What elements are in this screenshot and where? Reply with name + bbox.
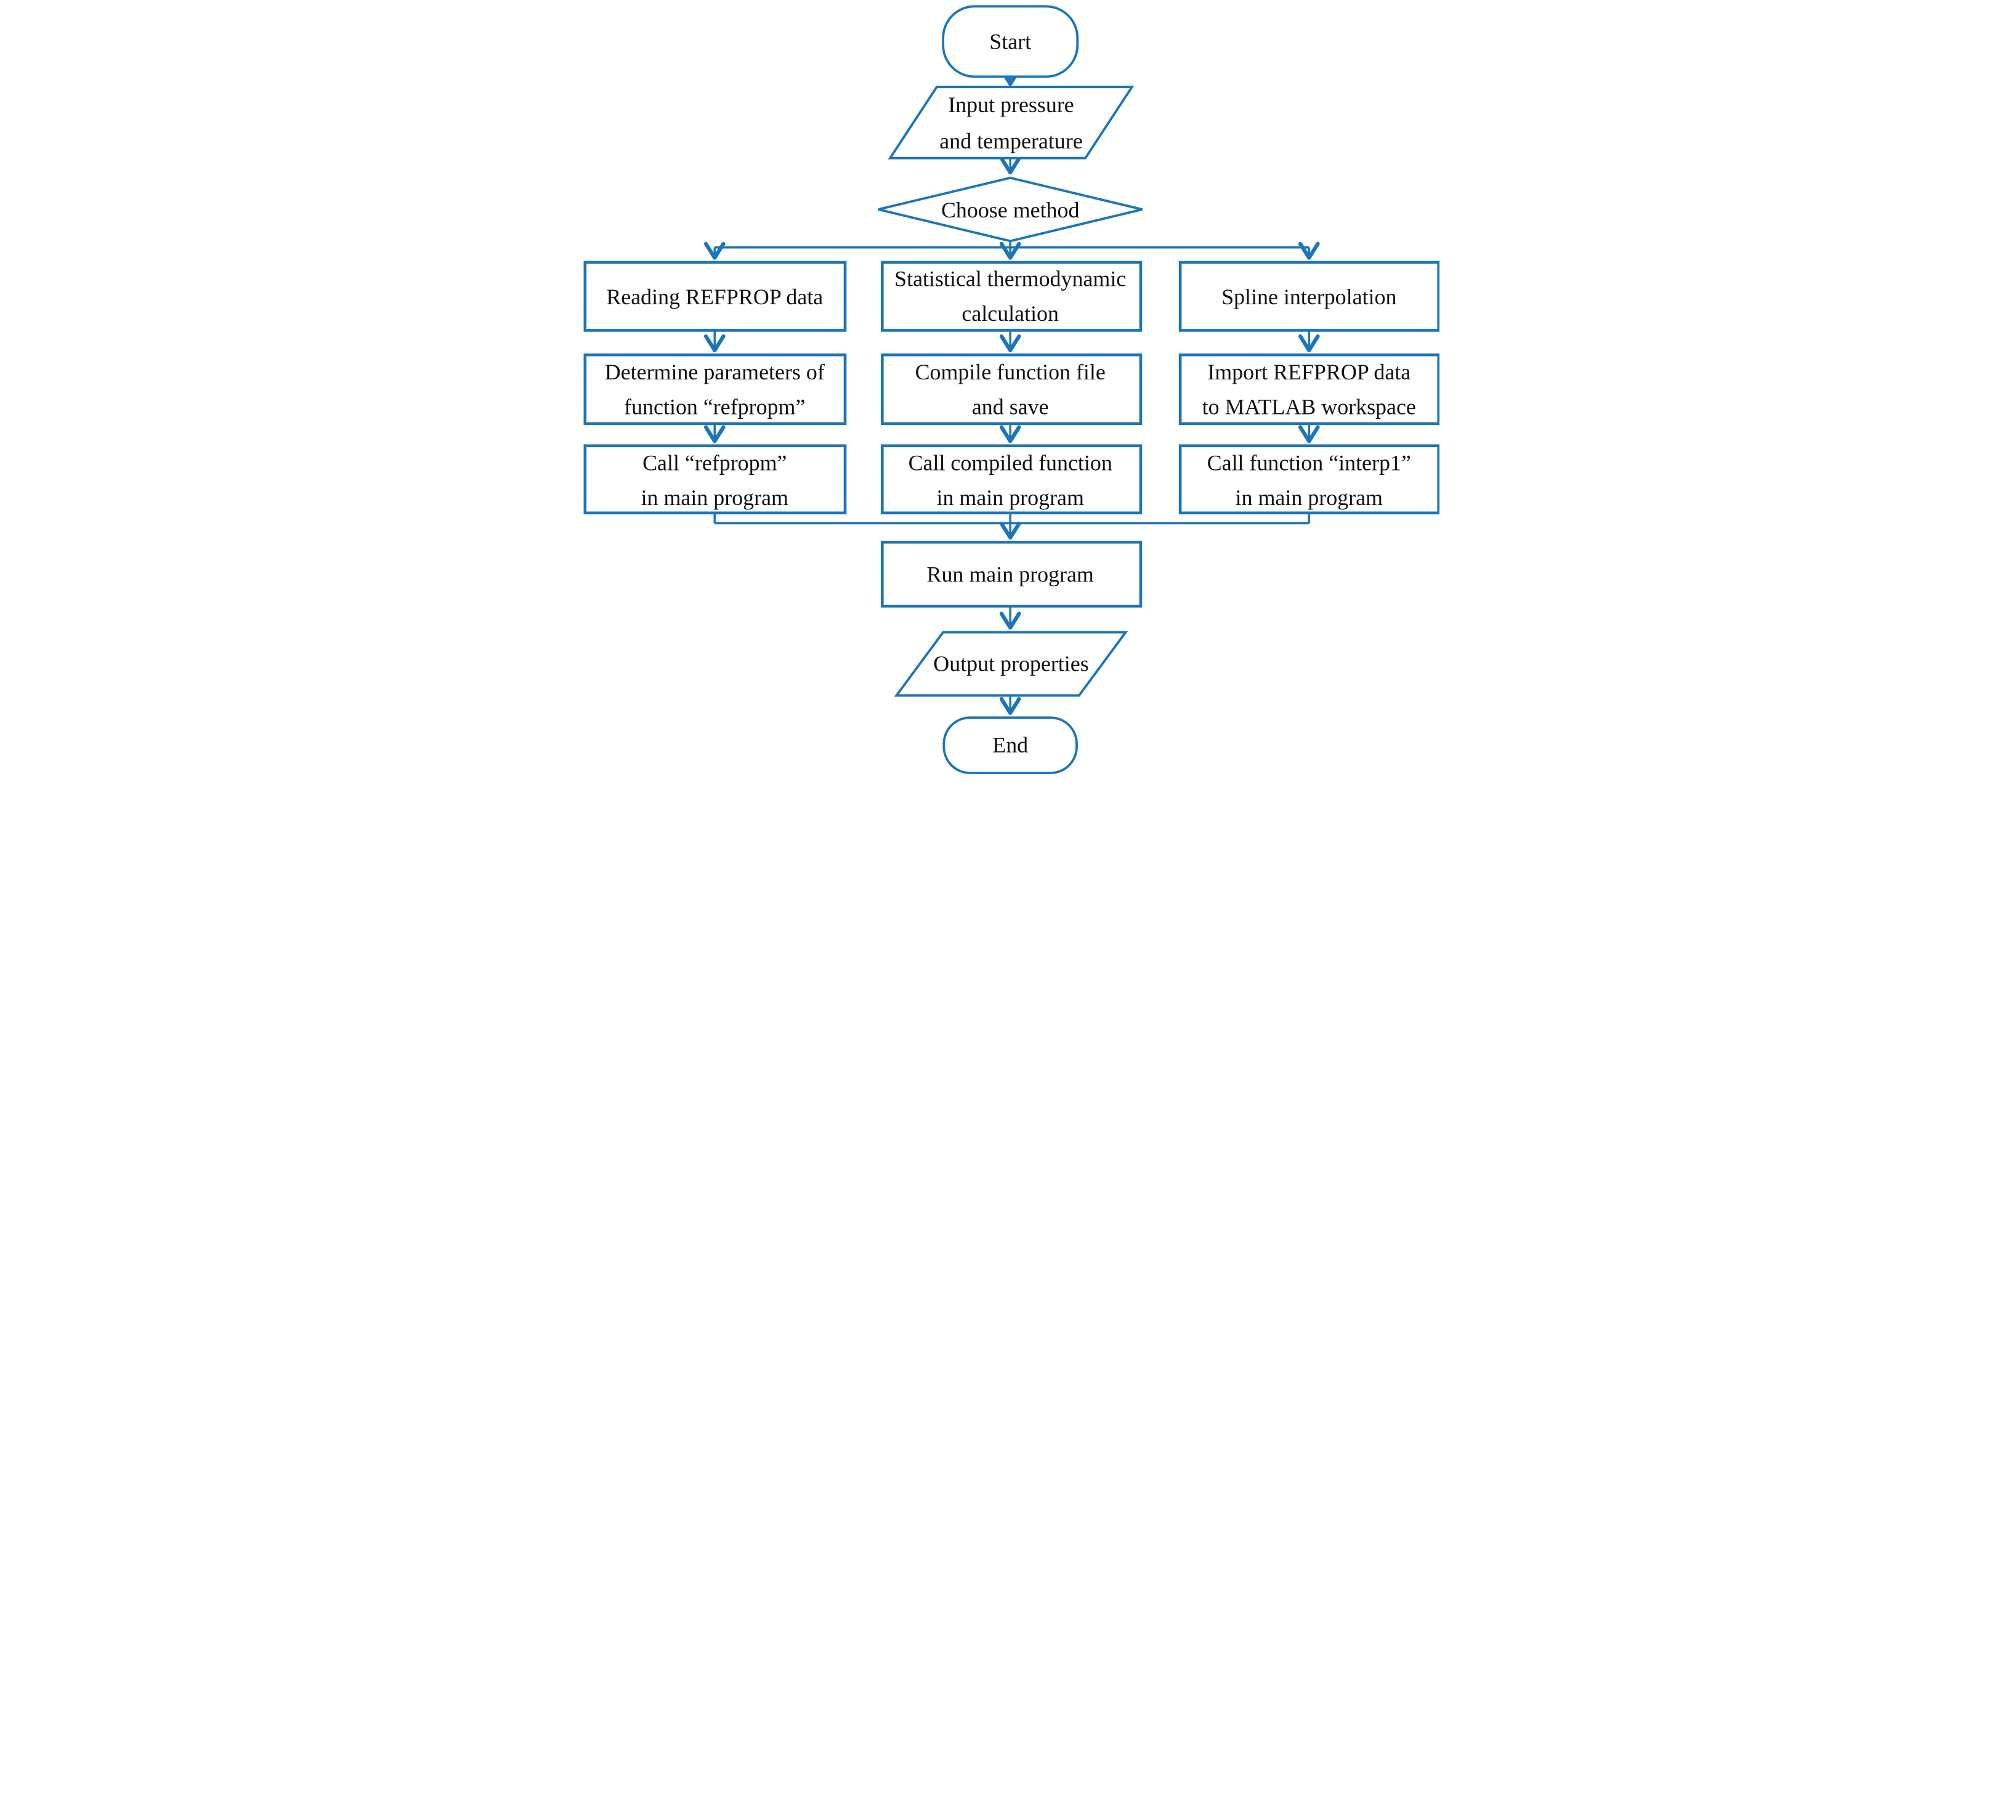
process-shape xyxy=(1178,444,1439,515)
node-compile-function-file: Compile function file and save xyxy=(880,353,1142,426)
start-label: Start xyxy=(989,30,1031,54)
process-shape xyxy=(880,261,1142,332)
input-label-line1: Input pressure xyxy=(948,92,1074,117)
node-reading-refprop-data: Reading REFPROP data xyxy=(583,261,846,332)
statistical-label-line1: Statistical thermodynamic xyxy=(894,267,1126,291)
process-shape xyxy=(583,353,846,426)
compile-label-line1: Compile function file xyxy=(915,360,1105,384)
node-output-properties: Output properties xyxy=(894,631,1128,697)
process-shape xyxy=(583,261,846,332)
run-main-label: Run main program xyxy=(926,562,1093,586)
node-spline-interpolation: Spline interpolation xyxy=(1178,261,1439,332)
input-label-line2: and temperature xyxy=(939,129,1082,153)
end-label: End xyxy=(992,733,1028,758)
spline-label: Spline interpolation xyxy=(1221,285,1396,309)
process-shape xyxy=(583,444,846,515)
determine-label-line1: Determine parameters of xyxy=(604,360,824,384)
node-end: End xyxy=(942,716,1078,774)
input-parallelogram-shape xyxy=(888,86,1134,160)
process-shape xyxy=(1178,261,1439,332)
node-determine-parameters: Determine parameters of function “refpro… xyxy=(583,353,846,426)
node-choose-method: Choose method xyxy=(877,176,1143,243)
output-label: Output properties xyxy=(933,651,1088,676)
output-parallelogram-shape xyxy=(894,631,1128,697)
call-refpropm-label-line1: Call “refpropm” xyxy=(642,451,787,475)
start-terminator-shape xyxy=(941,5,1079,78)
end-terminator-shape xyxy=(942,716,1078,774)
node-call-refpropm: Call “refpropm” in main program xyxy=(583,444,846,515)
call-interp1-label-line1: Call function “interp1” xyxy=(1207,451,1411,475)
node-run-main-program: Run main program xyxy=(880,540,1142,608)
call-interp1-label-line2: in main program xyxy=(1235,485,1382,510)
call-compiled-label-line2: in main program xyxy=(936,485,1083,510)
process-shape xyxy=(1178,353,1439,426)
node-statistical-thermodynamic-calculation: Statistical thermodynamic calculation xyxy=(880,261,1142,332)
determine-label-line2: function “refpropm” xyxy=(624,394,805,419)
decision-diamond-shape xyxy=(877,176,1143,243)
flowchart-canvas: Start Input pressure and temperature Cho… xyxy=(0,0,2016,779)
node-start: Start xyxy=(941,5,1079,78)
node-import-refprop-data: Import REFPROP data to MATLAB workspace xyxy=(1178,353,1439,426)
node-call-interp1: Call function “interp1” in main program xyxy=(1178,444,1439,515)
compile-label-line2: and save xyxy=(971,394,1048,419)
node-input-pressure-temperature: Input pressure and temperature xyxy=(888,86,1134,160)
process-shape xyxy=(880,353,1142,426)
decision-label: Choose method xyxy=(941,198,1079,222)
process-shape xyxy=(880,540,1142,608)
import-label-line1: Import REFPROP data xyxy=(1207,360,1411,384)
statistical-label-line2: calculation xyxy=(961,301,1059,326)
process-shape xyxy=(880,444,1142,515)
flowchart-svg: Start Input pressure and temperature Cho… xyxy=(583,5,1439,774)
node-call-compiled-function: Call compiled function in main program xyxy=(880,444,1142,515)
import-label-line2: to MATLAB workspace xyxy=(1202,394,1415,419)
call-refpropm-label-line2: in main program xyxy=(641,485,788,510)
reading-refprop-label: Reading REFPROP data xyxy=(606,285,823,309)
call-compiled-label-line1: Call compiled function xyxy=(908,451,1112,475)
